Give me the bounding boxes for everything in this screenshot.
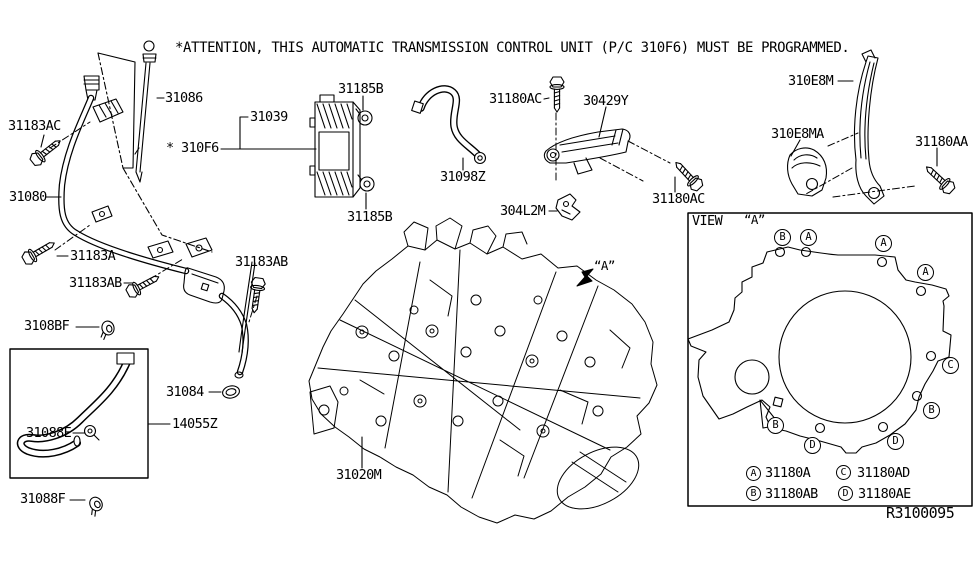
- part-label-31183a: 31183A: [70, 248, 116, 264]
- part-label-31086: 31086: [165, 90, 203, 106]
- view-title: VIEW: [692, 213, 723, 229]
- diagram-ref-number: R3100095: [886, 504, 955, 522]
- bolt-31183AB-left: [123, 270, 163, 301]
- part-label-31039: 31039: [250, 109, 288, 125]
- part-label-310e8m: 310E8M: [788, 73, 834, 89]
- view-a-arrow: [576, 268, 594, 287]
- panel-blade: [97, 52, 213, 253]
- part-label-31185b-2: 31185B: [347, 209, 393, 225]
- view-marker-b2: B: [923, 402, 940, 419]
- bolt-31183AC: [27, 134, 65, 169]
- transaxle-31020M: [308, 217, 658, 524]
- legend-part-31180ad: 31180AD: [857, 465, 910, 481]
- hose-31098Z: [411, 85, 487, 165]
- bolt-31180AC-top: [549, 76, 565, 113]
- legend-key-c: C: [836, 465, 851, 480]
- clip-3108BF: [96, 319, 117, 341]
- part-label-31098z: 31098Z: [440, 169, 486, 185]
- legend-part-31180ae: 31180AE: [858, 486, 911, 502]
- part-label-14055z: 14055Z: [172, 416, 218, 432]
- part-label-31183ab-1: 31183AB: [69, 275, 122, 291]
- legend-part-31180a: 31180A: [765, 465, 811, 481]
- part-label-31020m: 31020M: [336, 467, 382, 483]
- bracket-310E8MA: [787, 147, 828, 197]
- hose-box-14055Z: [9, 348, 149, 479]
- legend-part-31180ab: 31180AB: [765, 486, 818, 502]
- part-label-31183ac: 31183AC: [8, 118, 61, 134]
- view-marker-b1: B: [774, 229, 791, 246]
- legend-key-b: B: [746, 486, 761, 501]
- bolt-31183A: [19, 236, 59, 268]
- clip-31088F: [84, 494, 107, 518]
- part-label-31088f: 31088F: [20, 491, 66, 507]
- part-label-310f6: * 310F6: [166, 140, 219, 156]
- part-label-304l2m: 304L2M: [500, 203, 546, 219]
- view-marker-d1: D: [804, 437, 821, 454]
- grommet-31185B-top: [355, 108, 373, 126]
- filler-tube-31080: [58, 75, 256, 379]
- o-ring-31084: [222, 385, 240, 399]
- view-marker-a1: A: [800, 229, 817, 246]
- part-label-31183ab-2: 31183AB: [235, 254, 288, 270]
- construction-lines: [49, 112, 916, 323]
- view-marker-d2: D: [887, 433, 904, 450]
- legend-key-a: A: [746, 466, 761, 481]
- part-label-30429y: 30429Y: [583, 93, 629, 109]
- bolt-31180AA: [921, 161, 958, 197]
- arrow-a-label: “A”: [594, 258, 615, 273]
- grommet-31185B-bottom: [357, 174, 375, 192]
- part-label-31185b-1: 31185B: [338, 81, 384, 97]
- view-marker-c1: C: [942, 357, 959, 374]
- part-label-31080: 31080: [9, 189, 47, 205]
- legend-key-d: D: [838, 486, 853, 501]
- part-label-31180ac-1: 31180AC: [489, 91, 542, 107]
- attention-note: *ATTENTION, THIS AUTOMATIC TRANSMISSION …: [175, 40, 850, 56]
- view-a-box: [687, 212, 973, 507]
- bracket-30429Y: [543, 128, 631, 175]
- dipstick-31086: [134, 40, 157, 183]
- bracket-304L2M: [555, 193, 581, 221]
- part-label-31180aa: 31180AA: [915, 134, 968, 150]
- view-marker-a3: A: [917, 264, 934, 281]
- bolt-31180AC-bottom: [670, 157, 706, 194]
- bracket-310E8M: [853, 49, 885, 205]
- part-label-31180ac-2: 31180AC: [652, 191, 705, 207]
- control-unit-31039: [309, 94, 361, 198]
- part-label-310e8ma: 310E8MA: [771, 126, 824, 142]
- view-marker-b3: B: [767, 417, 784, 434]
- leader-lines: [40, 80, 938, 501]
- part-label-31088e: 31088E: [26, 425, 72, 441]
- view-marker-a2: A: [875, 235, 892, 252]
- part-label-3108bf: 3108BF: [24, 318, 70, 334]
- view-title-a: “A”: [744, 212, 765, 227]
- part-label-31084: 31084: [166, 384, 204, 400]
